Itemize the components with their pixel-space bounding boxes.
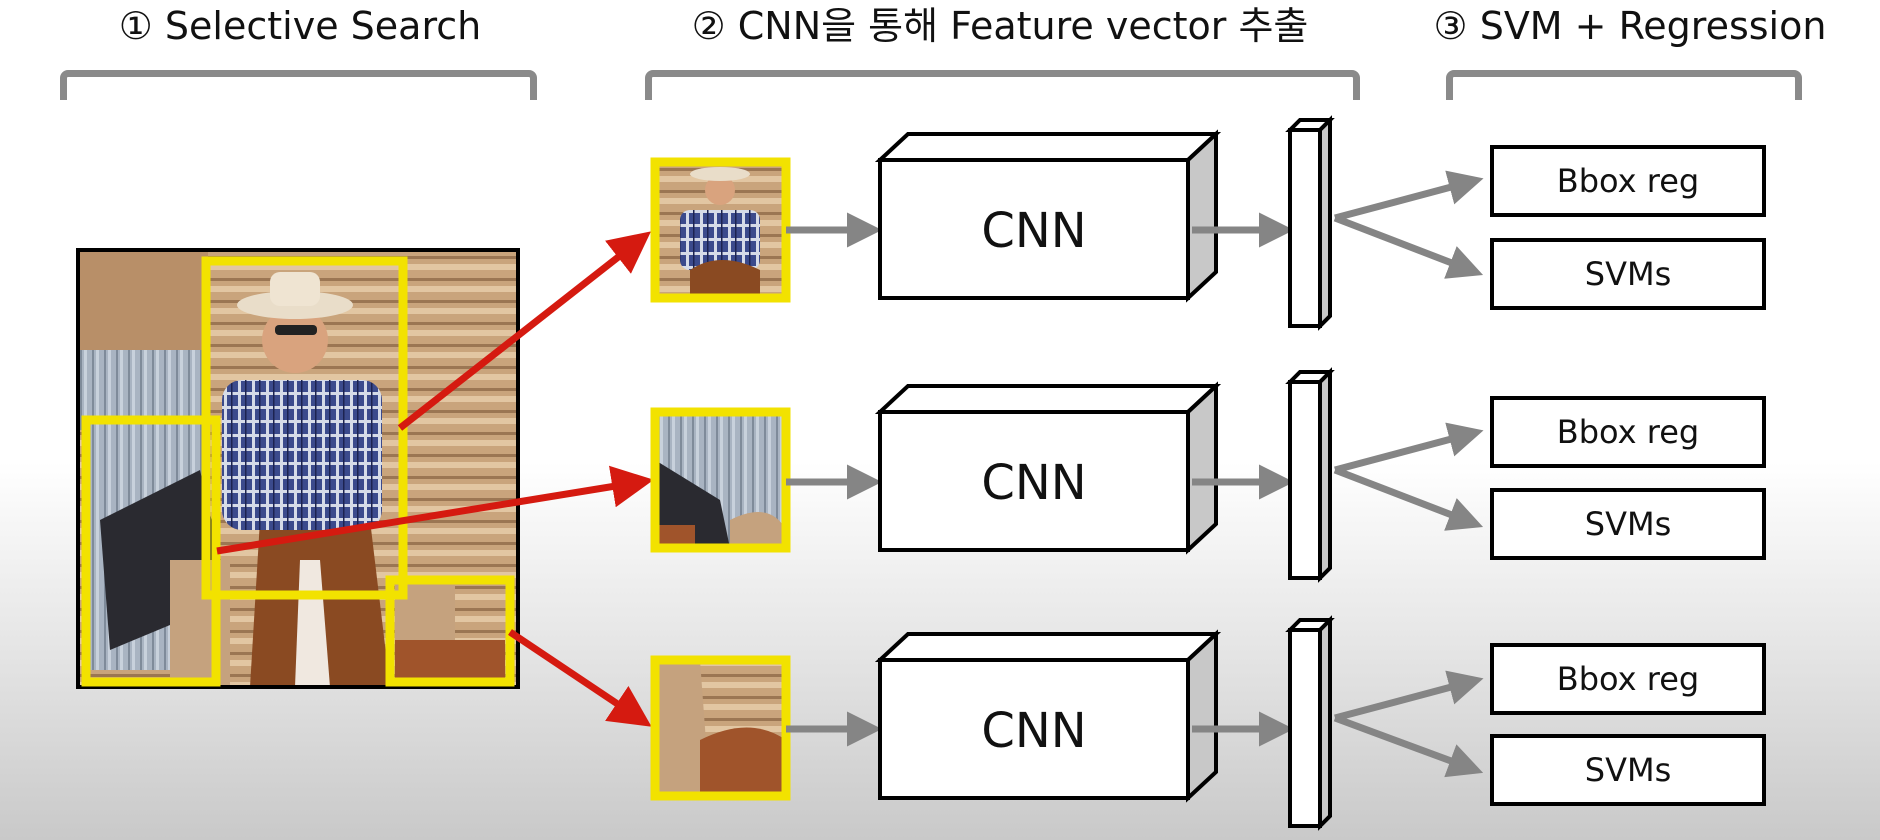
- flow-arrow-to-bbox-3: [1334, 670, 1484, 722]
- bracket-svm-stage: [1446, 70, 1802, 100]
- proposal-arrows: [216, 231, 654, 727]
- cropped-region-2: [650, 407, 791, 553]
- flow-arrow-to-bbox-1: [1334, 170, 1484, 222]
- region-box-left: [81, 415, 221, 687]
- bbox-reg-box-3: [1490, 643, 1766, 715]
- feature-vector-3: [1285, 615, 1335, 831]
- input-image: [76, 248, 520, 689]
- bbox-reg-box-2: [1490, 396, 1766, 468]
- proposal-arrow-2: [216, 465, 654, 555]
- flow-arrow-to-svm-1: [1333, 214, 1484, 279]
- bracket-selective-search: [60, 70, 537, 100]
- cropped-region-1: [650, 157, 791, 303]
- region-box-bottom-right: [385, 575, 515, 687]
- cnn-label-3: CNN: [981, 703, 1086, 759]
- cnn-label-2: CNN: [981, 455, 1086, 511]
- stage-title-svm-regression: ③ SVM + Regression: [1433, 4, 1827, 48]
- proposal-arrow-3: [508, 629, 652, 727]
- cropped-region-3: [650, 655, 791, 801]
- flow-arrow-to-svm-2: [1333, 466, 1484, 531]
- cnn-block-3: CNN: [874, 629, 1222, 803]
- svm-label-2: SVMs: [1585, 505, 1671, 543]
- svm-label-3: SVMs: [1585, 751, 1671, 789]
- svm-box-1: [1490, 238, 1766, 310]
- svm-box-2: [1490, 488, 1766, 560]
- feature-vector-2: [1285, 367, 1335, 583]
- cnn-block-1: CNN: [874, 129, 1222, 303]
- bbox-reg-label-2: Bbox reg: [1557, 413, 1699, 451]
- bbox-reg-label-3: Bbox reg: [1557, 660, 1699, 698]
- svm-label-1: SVMs: [1585, 255, 1671, 293]
- svm-box-3: [1490, 734, 1766, 806]
- bbox-reg-box-1: [1490, 145, 1766, 217]
- stage-title-selective-search: ① Selective Search: [118, 4, 482, 48]
- cnn-row-3: CNN Bbox reg SVMs: [786, 615, 1766, 831]
- bracket-cnn-stage: [645, 70, 1360, 100]
- feature-vector-1: [1285, 115, 1335, 331]
- proposal-arrow-1: [397, 231, 652, 431]
- stage-title-cnn-feature-extraction: ② CNN을 통해 Feature vector 추출: [691, 4, 1309, 48]
- cnn-label-1: CNN: [981, 203, 1086, 259]
- bbox-reg-label-1: Bbox reg: [1557, 162, 1699, 200]
- flow-arrow-to-svm-3: [1333, 714, 1484, 778]
- cnn-row-1: CNN Bbox reg SVMs: [786, 115, 1766, 331]
- cnn-row-2: CNN Bbox reg SVMs: [786, 367, 1766, 583]
- flow-arrow-to-bbox-2: [1334, 422, 1484, 474]
- cnn-block-2: CNN: [874, 381, 1222, 555]
